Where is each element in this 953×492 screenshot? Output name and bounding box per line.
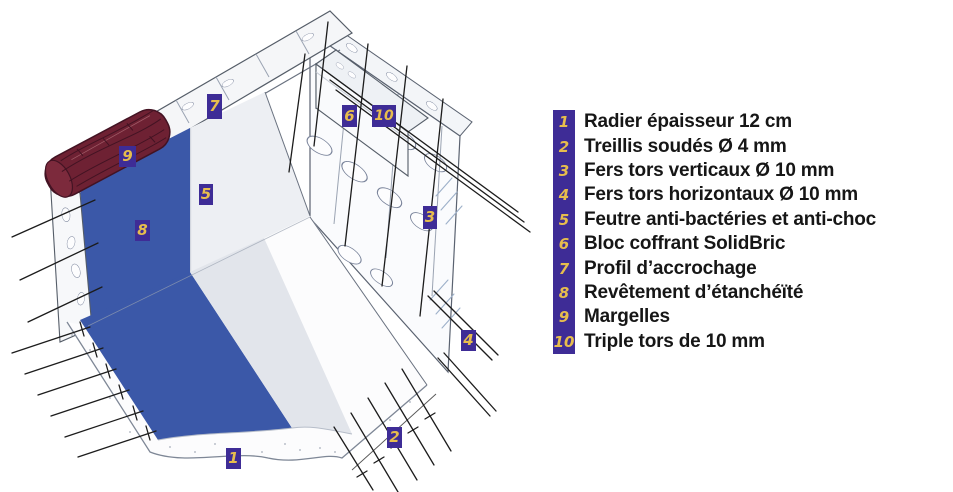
legend-item-7: 7 Profil d’accrochage [553, 256, 876, 281]
legend-label: Feutre anti-bactéries et anti-choc [584, 208, 876, 230]
slab-torn-edge [66, 321, 428, 461]
diagram-badge-10: 10 [372, 105, 396, 127]
legend-number: 6 [553, 231, 575, 257]
legend-number: 4 [553, 183, 575, 208]
legend-item-9: 9 Margelles [553, 305, 876, 330]
legend-number: 9 [553, 305, 575, 330]
legend-number: 7 [553, 256, 575, 281]
legend-item-6: 6 Bloc coffrant SolidBric [553, 231, 876, 257]
legend-label: Margelles [584, 306, 670, 328]
diagram-badge-9: 9 [119, 146, 136, 167]
diagram-badge-8: 8 [135, 220, 150, 241]
margelle-coping [44, 108, 171, 198]
floor-liner-blue [80, 272, 292, 440]
floor-felt-strip [190, 238, 352, 434]
legend-label: Triple tors de 10 mm [584, 330, 765, 352]
legend-label: Bloc coffrant SolidBric [584, 233, 786, 255]
legend-number: 3 [553, 158, 575, 184]
legend-item-4: 4 Fers tors horizontaux Ø 10 mm [553, 183, 876, 208]
legend-number: 10 [553, 329, 575, 354]
legend-number: 1 [553, 110, 575, 135]
diagram-badge-7: 7 [207, 94, 222, 119]
legend-item-5: 5 Feutre anti-bactéries et anti-choc [553, 207, 876, 232]
pool-cutaway-illustration [11, 10, 531, 492]
legend-item-8: 8 Revêtement d’étanchéïté [553, 280, 876, 306]
legend-label: Profil d’accrochage [584, 257, 757, 279]
legend-item-1: 1 Radier épaisseur 12 cm [553, 110, 876, 135]
diagram-badge-6: 6 [342, 105, 357, 127]
legend-item-2: 2 Treillis soudés Ø 4 mm [553, 134, 876, 159]
diagram-badge-5: 5 [199, 184, 213, 205]
legend-item-3: 3 Fers tors verticaux Ø 10 mm [553, 158, 876, 184]
diagram-badge-2: 2 [387, 427, 402, 448]
legend-label: Treillis soudés Ø 4 mm [584, 135, 787, 157]
diagram-badge-3: 3 [423, 206, 437, 229]
diagram-badge-1: 1 [226, 448, 241, 469]
legend-label: Revêtement d’étanchéïté [584, 281, 804, 303]
pool-floor [66, 216, 428, 461]
legend-number: 2 [553, 134, 575, 159]
diagram-badge-4: 4 [461, 330, 476, 351]
legend-number: 5 [553, 207, 575, 232]
legend-label: Fers tors verticaux Ø 10 mm [584, 159, 835, 181]
legend-item-10: 10 Triple tors de 10 mm [553, 329, 876, 354]
legend: 1 Radier épaisseur 12 cm 2 Treillis soud… [553, 110, 876, 354]
legend-label: Radier épaisseur 12 cm [584, 111, 792, 133]
legend-label: Fers tors horizontaux Ø 10 mm [584, 184, 858, 206]
legend-number: 8 [553, 280, 575, 306]
